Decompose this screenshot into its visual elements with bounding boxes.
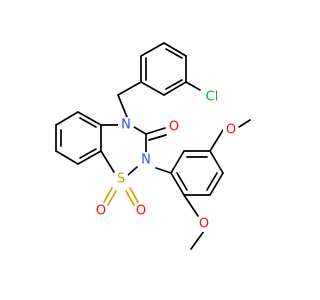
bond-ch2-ring <box>117 81 142 96</box>
bond-ome2-methyl <box>190 230 205 250</box>
bond-clph-3 <box>163 42 187 57</box>
bond-dmp-double-3 <box>176 172 188 191</box>
sulfur-atom: S <box>113 171 129 187</box>
bond-dmp-4 <box>209 172 224 196</box>
bond-aryl-ome2 <box>183 194 199 217</box>
bond-s1-c <box>100 150 115 173</box>
bond-dmp-6 <box>170 172 185 196</box>
nitrogen-4-atom: N <box>118 117 134 133</box>
bond-n2-s1 <box>127 166 138 176</box>
bond-n4-c3 <box>133 126 147 135</box>
sulfonyl-oxygen-1-atom: O <box>93 203 109 219</box>
methoxy-oxygen-2-atom: O <box>196 216 212 232</box>
bond-carbonyl-2 <box>148 134 167 141</box>
methoxy-oxygen-2-label: O <box>199 217 209 232</box>
carbonyl-oxygen-atom: O <box>166 119 182 135</box>
bond-clph-2 <box>140 42 165 57</box>
bond-benzo-2 <box>77 111 102 126</box>
bond-carbonyl-1 <box>145 127 166 135</box>
nitrogen-2-atom: N <box>138 152 154 168</box>
bond-dmp-double-2 <box>206 172 218 191</box>
sulfonyl-oxygen-2-atom: O <box>133 203 149 219</box>
methoxy-oxygen-1-atom: O <box>223 122 239 138</box>
carbonyl-oxygen-label: O <box>169 120 179 135</box>
bond-benzo-1 <box>55 111 79 126</box>
bond-dmp-1 <box>170 150 185 174</box>
nitrogen-2-label: N <box>141 153 151 168</box>
bond-c-cl <box>185 81 201 91</box>
bond-dmp-3 <box>209 150 224 174</box>
bond-benzo-double-2 <box>79 148 97 159</box>
bond-n4-ch2 <box>117 94 128 118</box>
sulfonyl-oxygen-2-label: O <box>136 204 146 219</box>
bond-clph-double-3 <box>165 79 183 90</box>
chlorine-label: Cl <box>206 90 219 105</box>
bond-s-o2-b <box>125 190 135 206</box>
atom-label-layer: N N O S O O O O <box>93 87 239 232</box>
nitrogen-4-label: N <box>121 118 131 133</box>
bond-aryl-ome1 <box>209 129 224 152</box>
methoxy-oxygen-1-label: O <box>226 123 236 138</box>
bond-clph-5 <box>163 81 187 96</box>
bond-benzo-4 <box>77 150 102 165</box>
molecule-structure-diagram: N N O S O O O O <box>55 42 251 250</box>
bond-n2-aryl <box>155 167 172 174</box>
bond-s-o1-a <box>103 187 113 203</box>
chlorine-atom: Cl <box>202 87 222 107</box>
bond-ome1-methyl <box>238 119 251 128</box>
bond-benzo-5 <box>55 150 79 165</box>
sulfonyl-oxygen-1-label: O <box>96 204 106 219</box>
bond-clph-double-2 <box>165 48 183 59</box>
bond-clph-6 <box>140 81 165 96</box>
bond-s-o1-b <box>107 190 117 206</box>
bond-benzo-double-1 <box>79 117 97 128</box>
sulfur-label: S <box>117 172 125 187</box>
bond-s-o2-a <box>129 187 139 203</box>
bond-layer <box>55 42 251 250</box>
